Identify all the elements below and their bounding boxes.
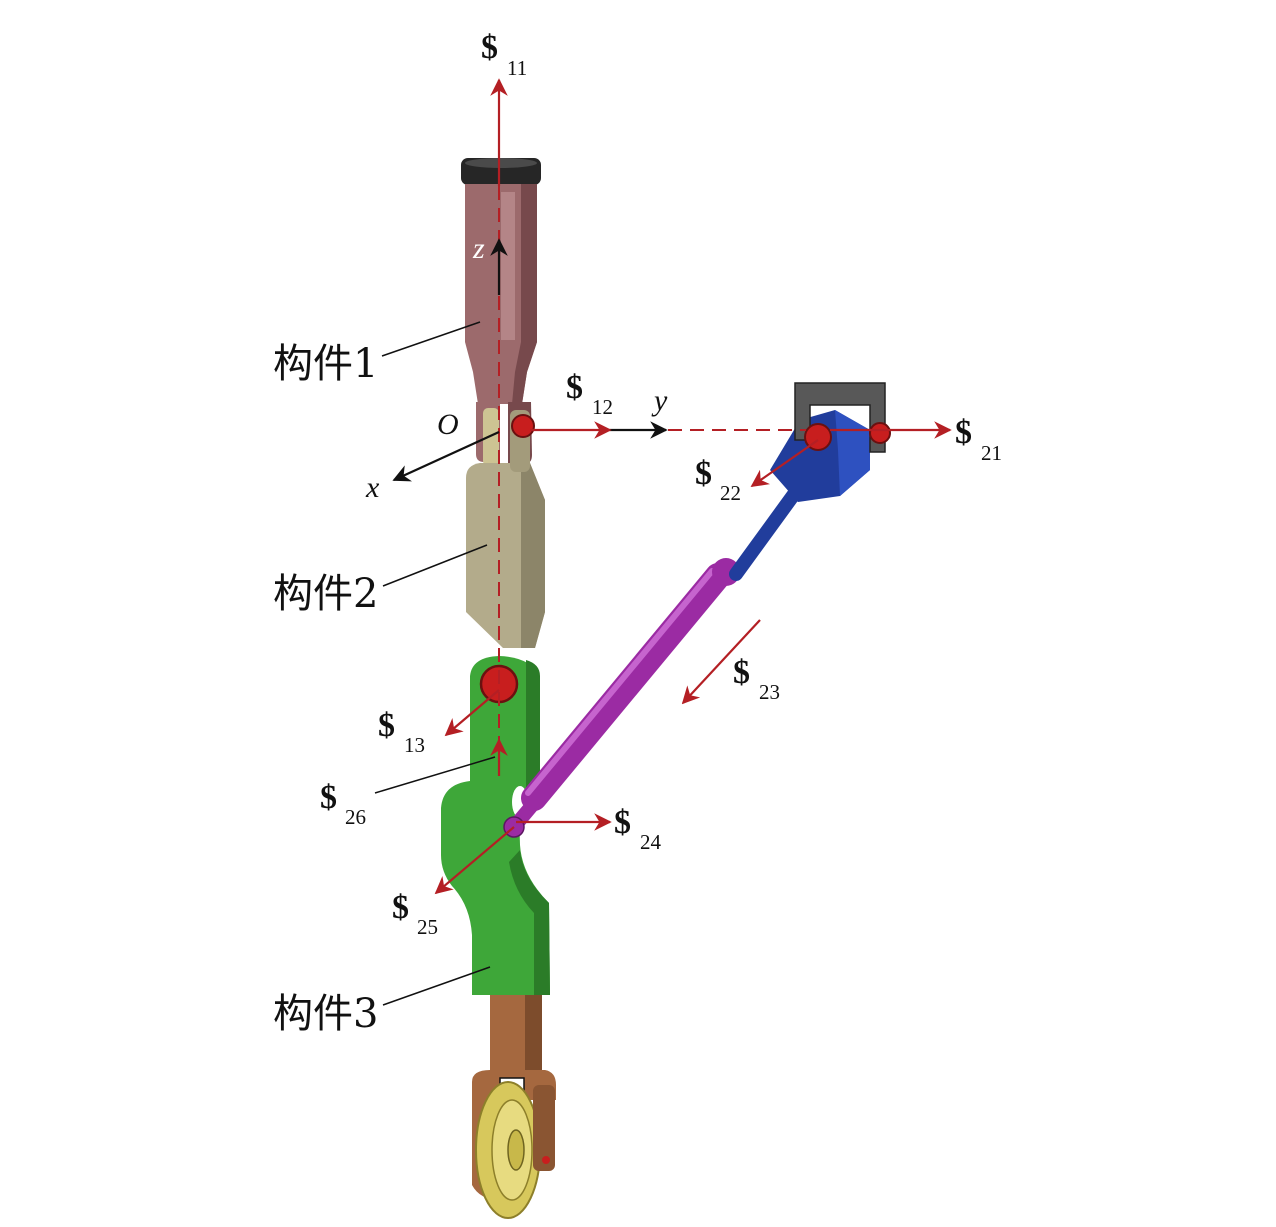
wheel-hub — [507, 1129, 525, 1171]
leader-component-1 — [381, 321, 481, 357]
component-3 — [441, 656, 550, 995]
component-1-side-face — [512, 184, 537, 404]
component-3-lower — [441, 781, 550, 995]
leader-component-3 — [382, 966, 491, 1006]
screw-arrow-s23 — [681, 619, 761, 705]
screw-label-s26-symbol: $ — [320, 779, 337, 816]
screw-arrow-s25 — [434, 826, 515, 895]
actuator-piston-rod — [729, 479, 807, 581]
screw-label-s21-sub: 21 — [981, 441, 1002, 465]
screw-label-s26: $ 26 — [320, 779, 366, 829]
screw-label-s21: $ 21 — [955, 414, 1002, 465]
screw-label-s25-symbol: $ — [392, 889, 409, 926]
screw-label-s13-sub: 13 — [404, 733, 425, 757]
screw-label-s11: $ 11 — [481, 29, 527, 80]
screw-label-s22: $ 22 — [695, 455, 741, 505]
lower-strut-and-wheel — [472, 995, 556, 1219]
screw-label-s24: $ 24 — [614, 804, 662, 854]
wheel-axle-pin — [542, 1156, 550, 1164]
actuator — [503, 382, 886, 838]
pin-bracket — [869, 422, 891, 444]
screw-label-s12-symbol: $ — [566, 369, 583, 406]
screw-label-s22-symbol: $ — [695, 455, 712, 492]
component-3-lower-side-face — [509, 850, 550, 995]
lower-strut-side-face — [525, 995, 542, 1077]
actuator-cylinder-highlight — [525, 568, 715, 796]
screw-label-s22-sub: 22 — [720, 481, 741, 505]
component-1-cap-face — [465, 158, 537, 168]
screw-label-s13: $ 13 — [378, 707, 425, 757]
wheel-fork-right-tine — [533, 1085, 555, 1171]
leader-s26 — [374, 756, 496, 794]
screw-label-s26-sub: 26 — [345, 805, 366, 829]
screw-label-s24-sub: 24 — [640, 830, 662, 854]
actuator-upper-joint-face — [835, 410, 870, 496]
x-axis-arrow — [392, 430, 500, 482]
component-1-groove — [501, 192, 515, 340]
pin-o — [511, 414, 535, 438]
screw-label-s25: $ 25 — [392, 889, 438, 939]
component-3-label: 构件3 — [273, 991, 378, 1037]
x-axis-label: x — [365, 471, 380, 504]
component-2-label: 构件2 — [273, 571, 378, 617]
screw-label-s13-symbol: $ — [378, 707, 395, 744]
z-axis-label: z — [472, 232, 485, 265]
screw-label-s11-symbol: $ — [481, 29, 498, 66]
component-2-side-face — [521, 463, 545, 648]
screw-arrow-s13 — [444, 689, 500, 737]
screw-label-s23-sub: 23 — [759, 680, 780, 704]
y-axis-label: y — [651, 384, 668, 417]
component-1-label: 构件1 — [273, 341, 378, 387]
leader-component-2 — [382, 544, 488, 587]
screw-label-s12-sub: 12 — [592, 395, 613, 419]
screw-label-s23-symbol: $ — [733, 654, 750, 691]
screw-label-s25-sub: 25 — [417, 915, 438, 939]
component-2-upper-lug — [483, 408, 499, 466]
screw-label-s24-symbol: $ — [614, 804, 631, 841]
screw-label-s21-symbol: $ — [955, 414, 972, 451]
screw-label-s12: $ 12 — [566, 369, 613, 419]
screw-label-s23: $ 23 — [733, 654, 780, 704]
screw-label-s11-sub: 11 — [507, 56, 527, 80]
origin-label: O — [437, 408, 459, 441]
actuator-cylinder — [521, 563, 731, 811]
screw-arrow-s22 — [750, 439, 819, 488]
upper-mount-bracket — [794, 382, 886, 453]
component-3-upper-side-face — [526, 660, 540, 790]
